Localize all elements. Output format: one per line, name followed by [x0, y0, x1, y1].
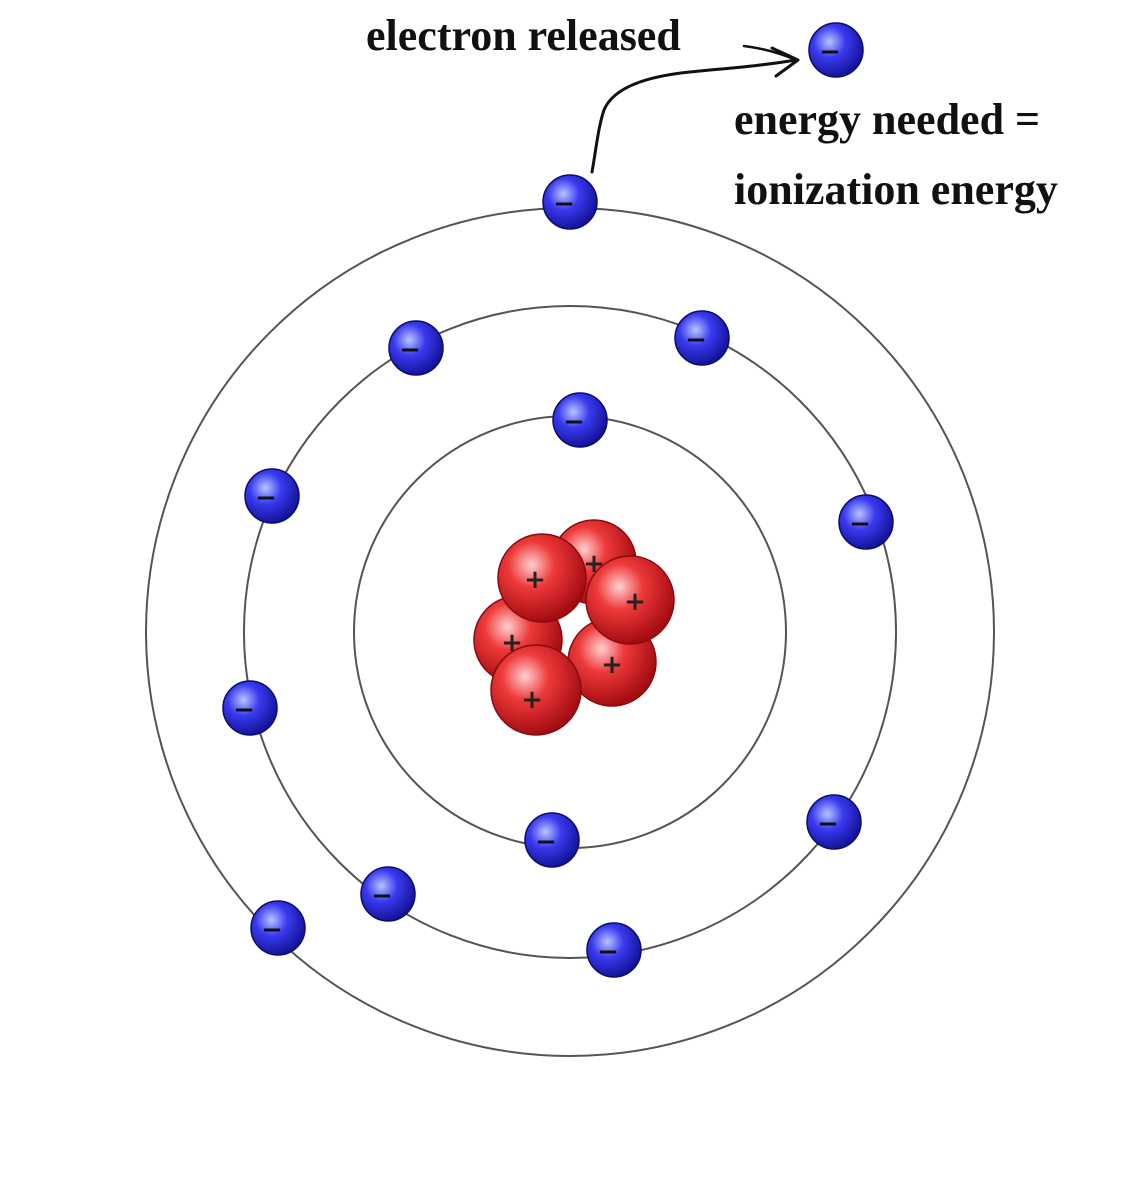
electron: −	[524, 812, 580, 868]
electron-sign: −	[255, 483, 277, 513]
electron: −	[806, 794, 862, 850]
electron-sign: −	[819, 37, 841, 67]
electron: −	[388, 320, 444, 376]
electron: −	[222, 680, 278, 736]
electron: −	[552, 392, 608, 448]
electron-sign: −	[597, 937, 619, 967]
arrowhead-icon	[770, 46, 800, 78]
electron: −	[542, 174, 598, 230]
nucleus: + + + + + +	[473, 519, 675, 736]
electron: −	[586, 922, 642, 978]
electron-sign: −	[233, 695, 255, 725]
electron: −	[838, 494, 894, 550]
electron-sign: −	[399, 335, 421, 365]
electron: −	[674, 310, 730, 366]
ionization-energy-label: ionization energy	[734, 165, 1058, 214]
electron: −	[250, 900, 306, 956]
electron: −	[360, 866, 416, 922]
label-connector	[742, 44, 798, 62]
electron-released-label: electron released	[366, 11, 681, 60]
electron-sign: −	[553, 189, 575, 219]
middle-orbit	[243, 305, 897, 959]
proton: +	[585, 555, 675, 645]
proton-sign: +	[601, 650, 623, 680]
release-arrow	[590, 58, 798, 174]
released-electron: −	[808, 22, 864, 78]
electron-sign: −	[685, 325, 707, 355]
proton-sign: +	[524, 565, 546, 595]
electron-sign: −	[563, 407, 585, 437]
electron-sign: −	[849, 509, 871, 539]
electron-sign: −	[817, 809, 839, 839]
electron: −	[244, 468, 300, 524]
proton: +	[490, 644, 582, 736]
proton: +	[497, 533, 587, 623]
proton-sign: +	[624, 587, 646, 617]
inner-orbit	[353, 415, 787, 849]
proton-sign: +	[521, 685, 543, 715]
electron-sign: −	[371, 881, 393, 911]
electron-sign: −	[535, 827, 557, 857]
energy-needed-label: energy needed =	[734, 95, 1040, 144]
electron-sign: −	[261, 915, 283, 945]
